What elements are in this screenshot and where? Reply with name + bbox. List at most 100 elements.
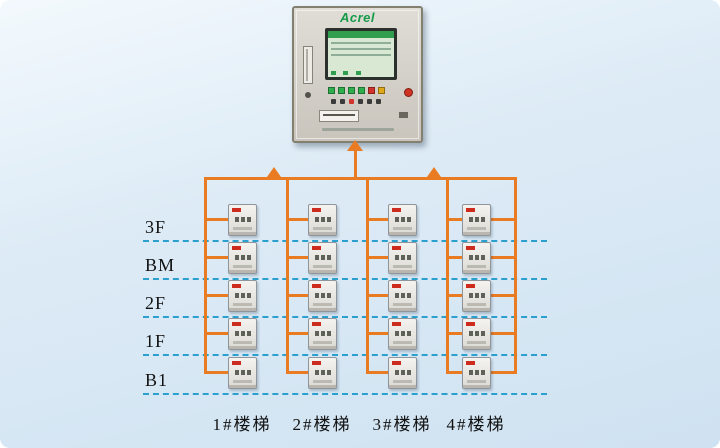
branch-line <box>447 332 463 335</box>
device-slot <box>313 341 332 344</box>
riser-line-1 <box>204 177 207 374</box>
floor-divider <box>143 240 547 242</box>
device-terminal <box>326 293 331 298</box>
power-sensor-module <box>308 204 337 236</box>
device-terminal <box>240 331 245 336</box>
device-slot <box>233 380 252 383</box>
device-terminal <box>234 217 239 222</box>
branch-line <box>488 371 516 374</box>
device-terminal <box>480 370 485 375</box>
branch-line <box>367 371 389 374</box>
device-terminal <box>468 293 473 298</box>
device-brand-mark <box>392 208 401 212</box>
device-terminal <box>314 331 319 336</box>
power-sensor-module <box>462 357 491 389</box>
device-slot <box>233 303 252 306</box>
device-terminal <box>234 370 239 375</box>
device-brand-mark <box>466 246 475 250</box>
device-terminals <box>229 293 256 298</box>
branch-line <box>287 332 309 335</box>
device-terminal <box>474 370 479 375</box>
floor-label-BM: BM <box>145 255 176 275</box>
branch-line <box>287 218 309 221</box>
device-terminal <box>246 370 251 375</box>
power-sensor-module <box>462 242 491 274</box>
floor-label-1F: 1F <box>145 331 167 351</box>
device-slot <box>233 341 252 344</box>
device-terminal <box>406 217 411 222</box>
device-terminals <box>389 293 416 298</box>
device-terminals <box>389 255 416 260</box>
device-terminals <box>309 370 336 375</box>
device-brand-mark <box>392 246 401 250</box>
device-brand-mark <box>312 361 321 365</box>
device-brand-mark <box>312 284 321 288</box>
device-terminal <box>400 293 405 298</box>
indicator-light-icon <box>368 87 375 94</box>
device-brand-mark <box>232 246 241 250</box>
device-terminal <box>480 331 485 336</box>
device-terminal <box>400 331 405 336</box>
branch-line <box>367 294 389 297</box>
device-terminal <box>320 331 325 336</box>
device-terminal <box>246 331 251 336</box>
bus-line <box>205 177 517 180</box>
bus-flow-arrow-icon <box>267 167 281 177</box>
device-brand-mark <box>232 208 241 212</box>
device-slot <box>313 380 332 383</box>
device-terminals <box>463 331 490 336</box>
device-terminals <box>309 255 336 260</box>
device-brand-mark <box>392 361 401 365</box>
vent-grille <box>399 112 408 118</box>
power-sensor-module <box>228 318 257 350</box>
power-sensor-module <box>462 280 491 312</box>
lcd-text-row <box>331 42 391 44</box>
power-sensor-module <box>228 357 257 389</box>
device-terminals <box>463 255 490 260</box>
branch-line <box>447 218 463 221</box>
device-terminal <box>394 331 399 336</box>
lcd-key-icon <box>343 71 349 75</box>
device-terminals <box>309 293 336 298</box>
device-brand-mark <box>312 322 321 326</box>
device-terminal <box>406 331 411 336</box>
power-sensor-module <box>388 357 417 389</box>
device-terminal <box>320 370 325 375</box>
lcd-display <box>328 31 394 77</box>
device-terminals <box>463 370 490 375</box>
branch-line <box>447 371 463 374</box>
staircase-label-4: 4#楼梯 <box>446 415 506 434</box>
device-slot <box>467 265 486 268</box>
lcd-key-icon <box>331 71 336 75</box>
device-terminal <box>326 217 331 222</box>
lcd-text-row <box>331 54 391 56</box>
floor-label-3F: 3F <box>145 217 167 237</box>
key-lock-icon <box>305 92 311 98</box>
level-gauge <box>303 46 313 84</box>
indicator-light-icon <box>378 87 385 94</box>
device-terminal <box>394 370 399 375</box>
device-slot <box>313 303 332 306</box>
panel-button-icon <box>349 99 354 104</box>
device-terminal <box>314 370 319 375</box>
device-slot <box>313 227 332 230</box>
printer-slot <box>319 110 359 122</box>
gauge-slit <box>306 49 308 81</box>
branch-line <box>287 371 309 374</box>
device-slot <box>313 265 332 268</box>
device-terminal <box>468 370 473 375</box>
device-terminal <box>406 370 411 375</box>
device-terminal <box>246 255 251 260</box>
device-terminal <box>314 293 319 298</box>
device-slot <box>467 341 486 344</box>
branch-line <box>488 256 516 259</box>
power-sensor-module <box>388 280 417 312</box>
lcd-soft-keys <box>331 71 364 75</box>
branch-line <box>205 256 229 259</box>
device-slot <box>393 341 412 344</box>
device-slot <box>467 303 486 306</box>
device-slot <box>393 265 412 268</box>
device-brand-mark <box>466 208 475 212</box>
brand-logo: Acrel <box>339 10 376 25</box>
